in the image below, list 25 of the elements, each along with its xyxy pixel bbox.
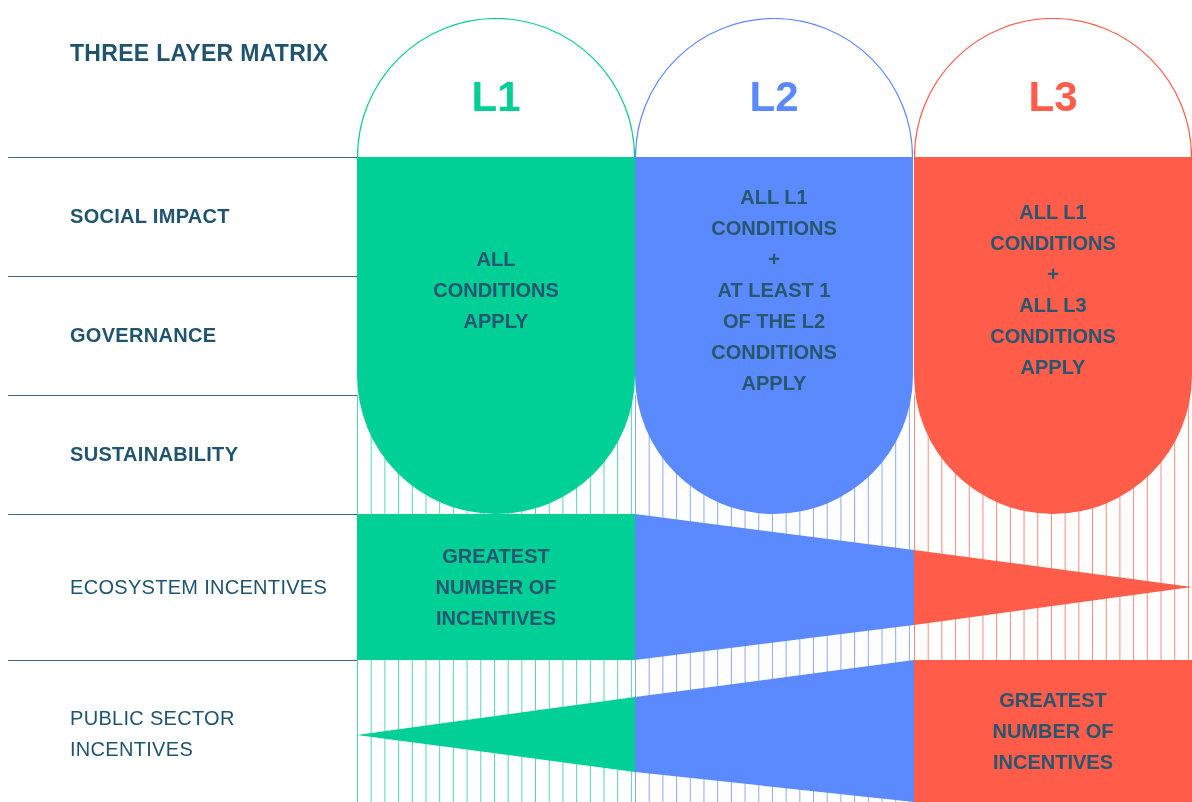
condition-text: ALL L1 CONDITIONS bbox=[989, 200, 1117, 256]
arch-outline bbox=[635, 18, 913, 157]
condition-text: ALL L1 CONDITIONS bbox=[710, 184, 838, 241]
diagram-title: THREE LAYER MATRIX bbox=[70, 40, 329, 67]
incentive-text: GREATEST NUMBER OF INCENTIVES bbox=[434, 543, 558, 631]
arch-outline bbox=[914, 18, 1192, 157]
row-label: GOVERNANCE bbox=[70, 322, 218, 348]
incentive-text: GREATEST NUMBER OF INCENTIVES bbox=[991, 687, 1115, 775]
condition-text: + bbox=[1046, 262, 1060, 287]
condition-text: ALL L3 CONDITIONS APPLY bbox=[989, 293, 1117, 380]
incentive-block bbox=[357, 514, 635, 660]
row-label: SUSTAINABILITY bbox=[70, 441, 240, 467]
level-label: L2 bbox=[749, 72, 799, 121]
pill-shape bbox=[357, 157, 635, 514]
condition-text: ALL CONDITIONS APPLY bbox=[432, 246, 560, 334]
condition-text: + bbox=[767, 246, 781, 272]
incentive-block bbox=[914, 660, 1192, 802]
level-label: L3 bbox=[1028, 72, 1078, 121]
pill-shape bbox=[914, 157, 1192, 514]
arch-outline bbox=[357, 18, 635, 157]
level-label: L1 bbox=[471, 72, 521, 121]
row-label: SOCIAL IMPACT bbox=[70, 203, 231, 229]
condition-text: AT LEAST 1 OF THE L2 CONDITIONS APPLY bbox=[710, 277, 838, 396]
row-label: PUBLIC SECTOR INCENTIVES bbox=[70, 706, 236, 762]
row-label: ECOSYSTEM INCENTIVES bbox=[70, 574, 329, 600]
